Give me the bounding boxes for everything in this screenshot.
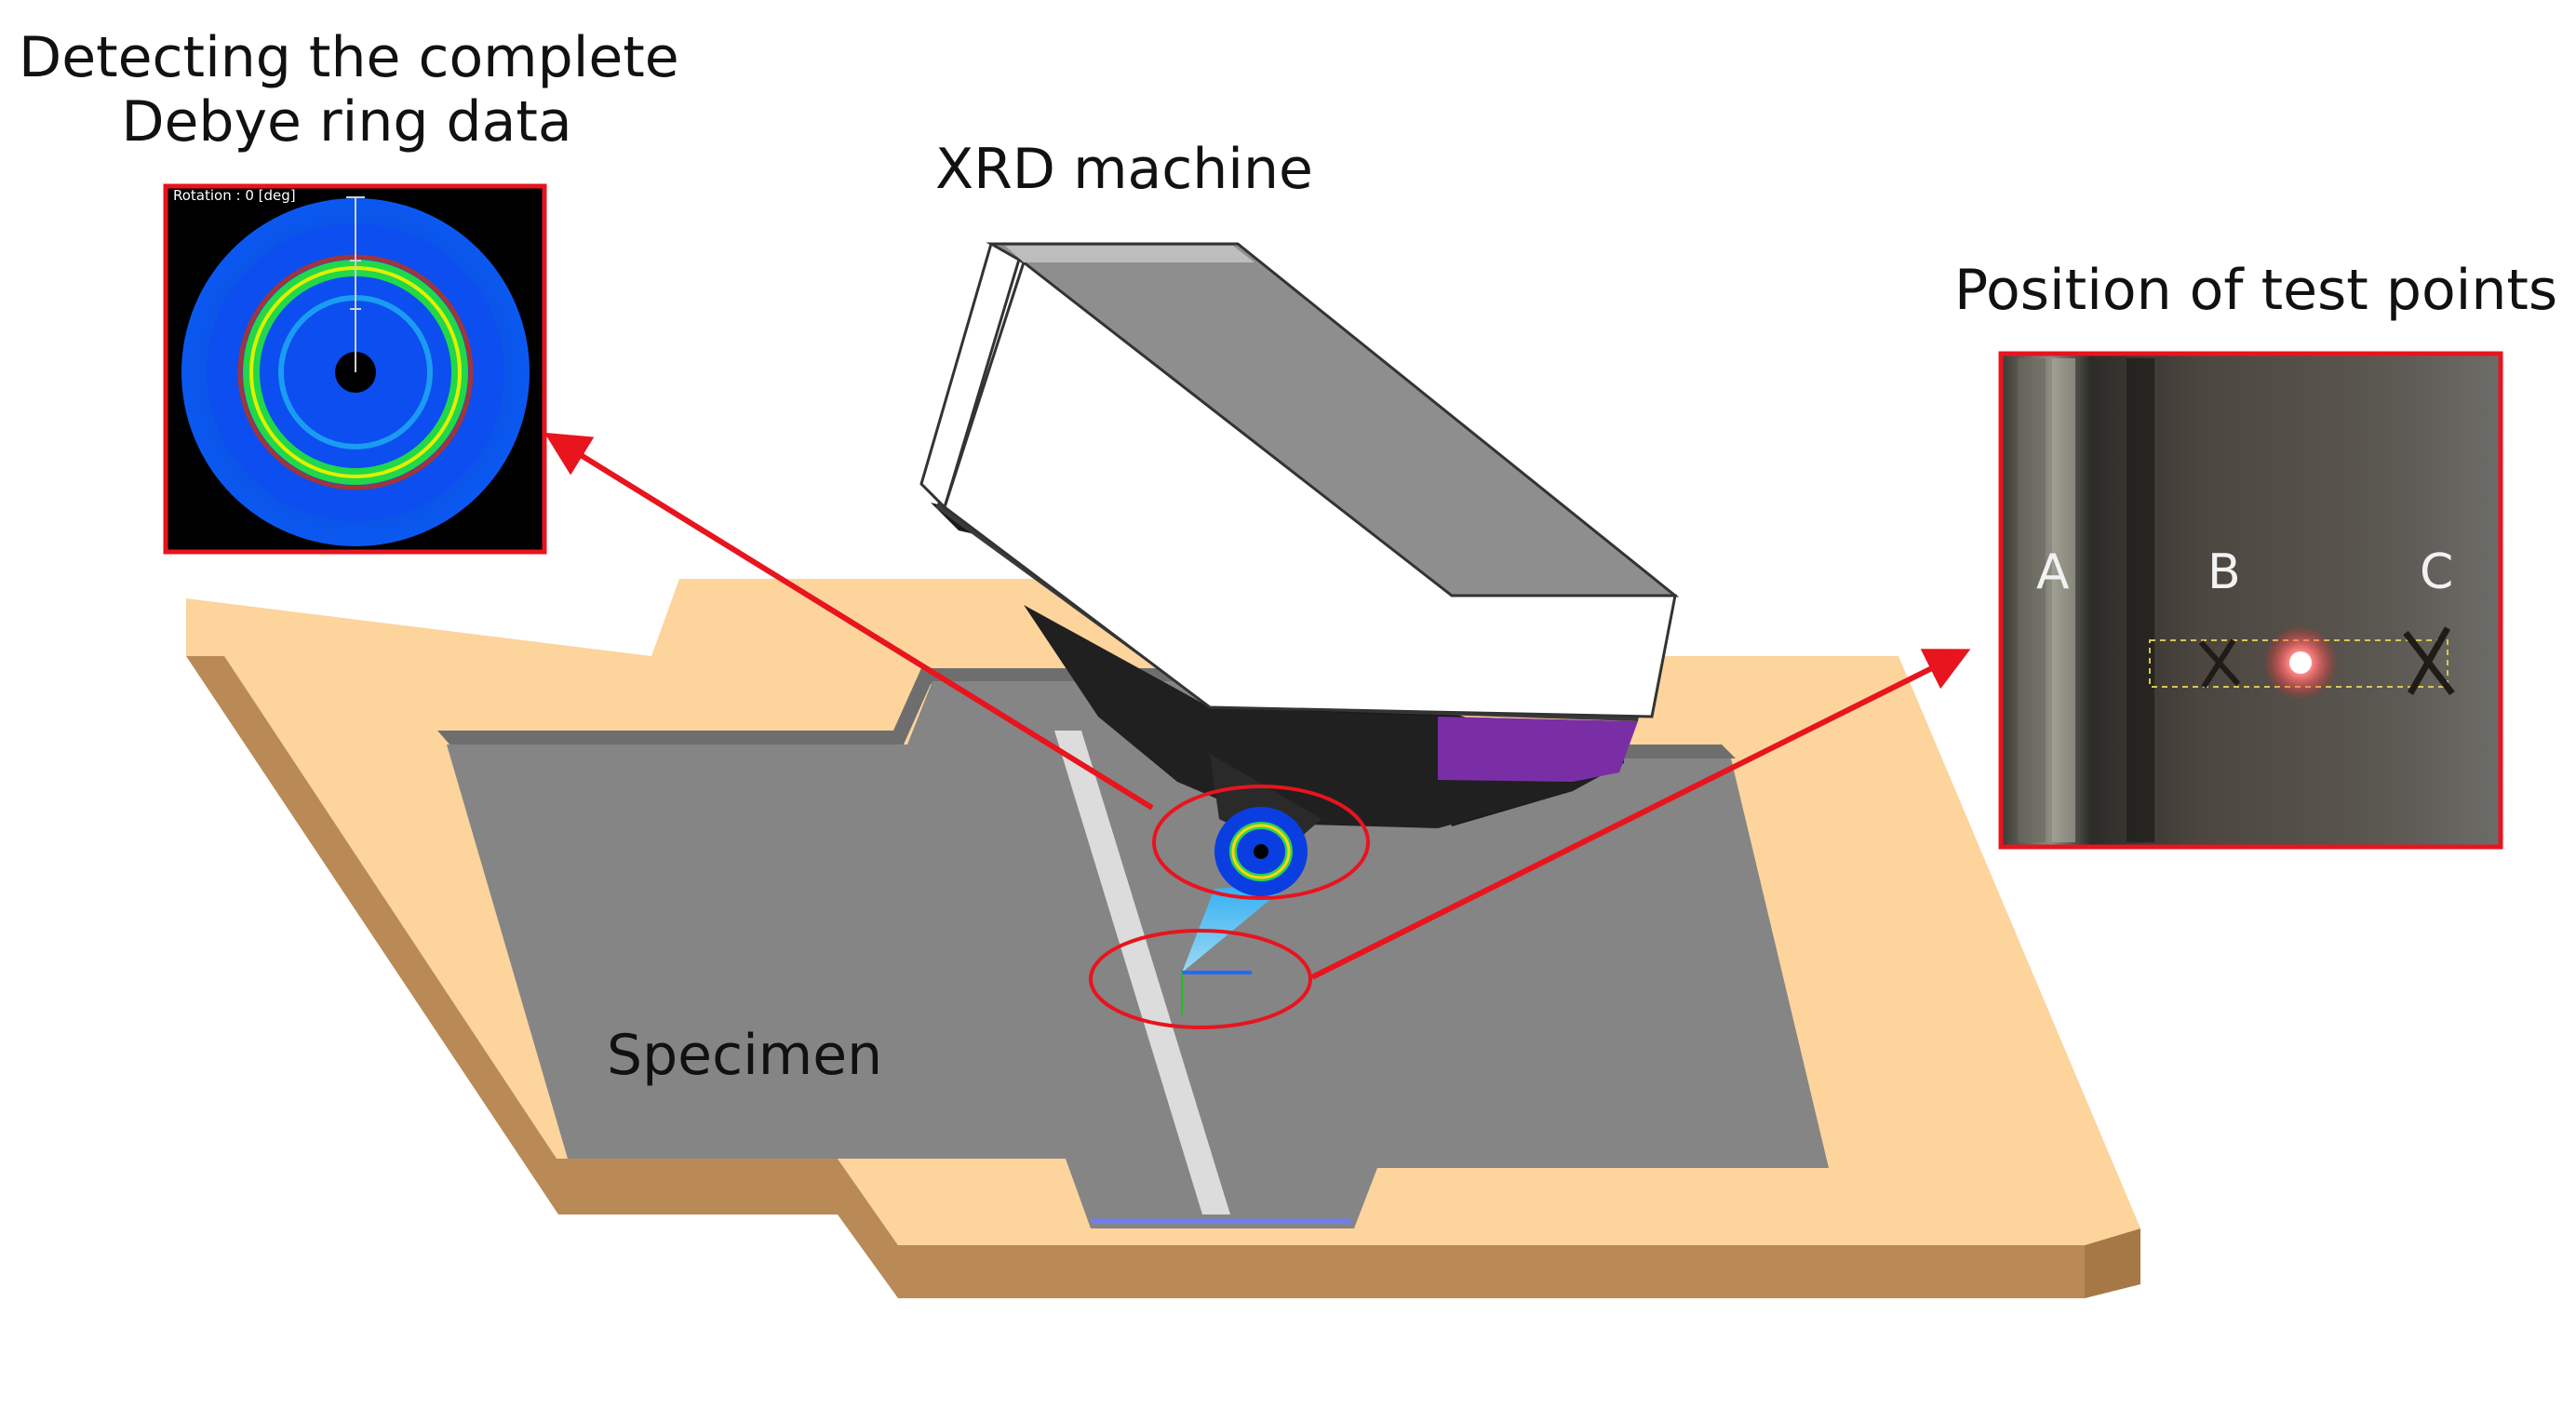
mini-debye-ring <box>1214 807 1308 896</box>
debye-ring-image: Rotation : 0 [deg] <box>163 183 547 555</box>
arrow-to-debye <box>543 432 1154 811</box>
test-point-a: A <box>2036 544 2070 600</box>
machine-purple-panel <box>1438 717 1638 782</box>
debye-title-line2: Debye ring data <box>121 89 572 154</box>
specimen <box>437 668 1829 1228</box>
test-points-photo: A B C <box>1998 351 2503 850</box>
focus-ellipse-testpoint <box>1089 929 1312 1029</box>
debye-image-caption: Rotation : 0 [deg] <box>173 187 296 204</box>
xray-beam <box>1181 884 1289 1014</box>
beam-cone <box>1182 884 1289 973</box>
machine-top-face <box>986 242 1680 597</box>
test-point-b: B <box>2207 544 2241 600</box>
focus-ellipse-detector <box>1152 785 1370 900</box>
xrd-machine-label: XRD machine <box>935 137 1313 202</box>
test-points-label: Position of test points <box>1954 258 2558 323</box>
specimen-label: Specimen <box>607 1023 883 1088</box>
test-point-c: C <box>2420 544 2453 600</box>
specimen-recess-wall <box>437 668 1736 758</box>
debye-title-line1: Detecting the complete <box>19 25 679 90</box>
weld-bead <box>1054 731 1230 1214</box>
arrow-to-test-points <box>1310 649 1971 980</box>
plate-side-right <box>2085 1228 2140 1298</box>
xrd-machine <box>919 242 1680 852</box>
machine-top-highlight <box>1005 246 1254 262</box>
debye-title: Detecting the complete Debye ring data <box>19 25 679 154</box>
